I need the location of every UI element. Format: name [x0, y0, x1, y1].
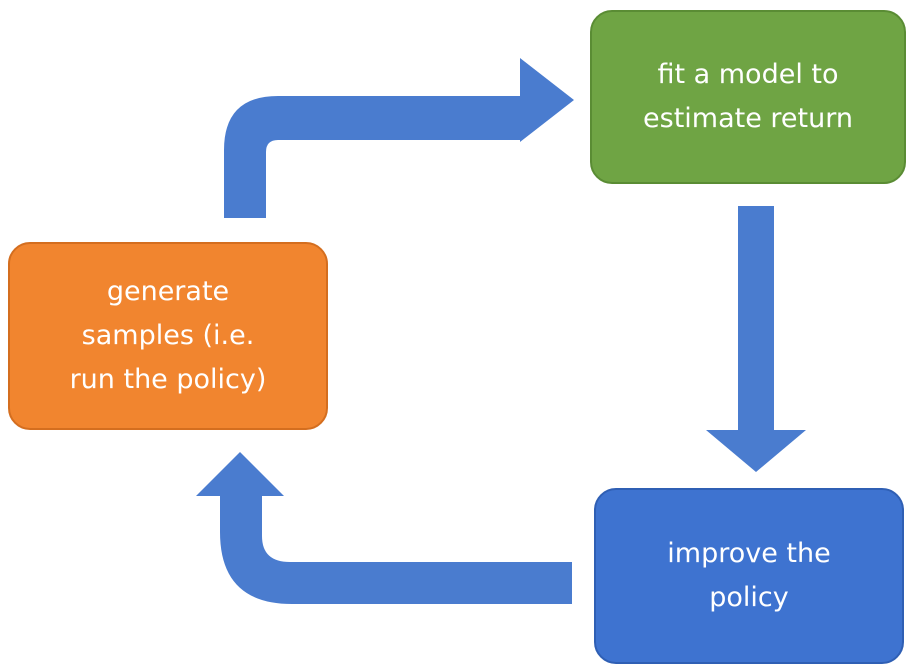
node-fit-line-2: estimate return [643, 103, 853, 134]
node-generate-line-1: generate [106, 276, 230, 307]
node-generate-line-2: samples (i.e. [81, 320, 255, 351]
node-generate-samples: generate samples (i.e. run the policy) [8, 242, 328, 430]
node-fit-line-1: fit a model to [657, 59, 839, 90]
node-fit-label: fit a model to estimate return [643, 53, 853, 141]
node-generate-line-3: run the policy) [69, 364, 267, 395]
node-generate-label: generate samples (i.e. run the policy) [70, 270, 267, 402]
node-improve-line-1: improve the [667, 538, 831, 569]
arrow-improve-to-generate [196, 452, 572, 604]
node-improve-label: improve the policy [667, 532, 830, 620]
arrow-fit-to-improve [706, 206, 806, 472]
node-fit-model: fit a model to estimate return [590, 10, 906, 184]
arrow-generate-to-fit [224, 58, 574, 218]
node-improve-line-2: policy [709, 582, 789, 613]
node-improve-policy: improve the policy [594, 488, 904, 664]
